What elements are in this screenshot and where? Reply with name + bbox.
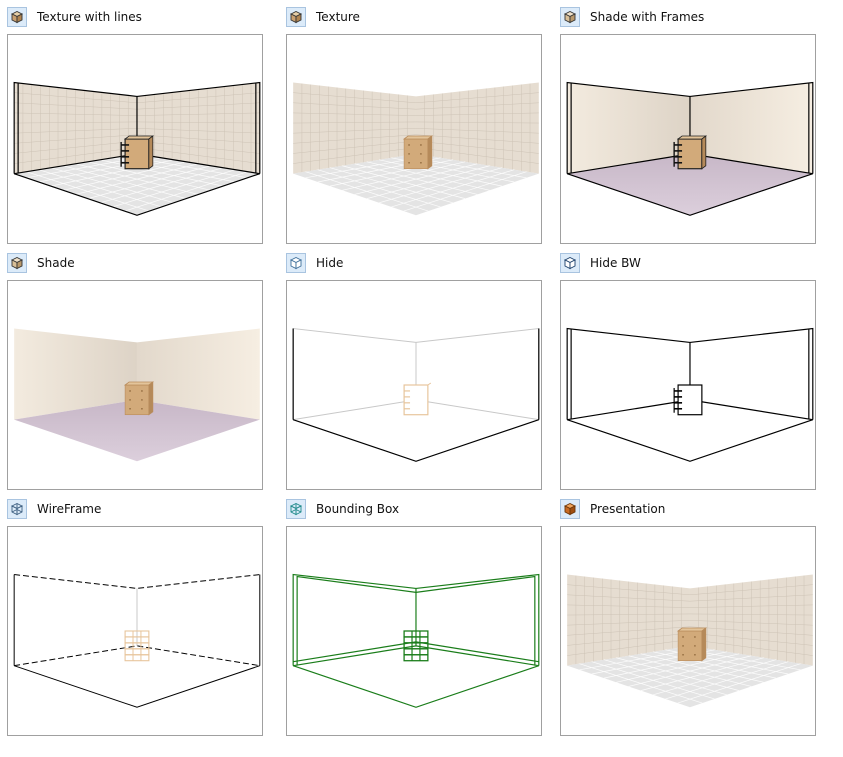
right-wall xyxy=(689,82,813,174)
view-preview[interactable] xyxy=(286,280,542,490)
hidden-line-cube-icon xyxy=(286,253,306,273)
wall-grid xyxy=(14,83,260,173)
hidden-line-bw-cube-icon xyxy=(560,253,580,273)
view-header: Hide BW xyxy=(560,252,641,274)
view-preview[interactable] xyxy=(7,34,263,244)
view-label: WireFrame xyxy=(37,502,102,516)
view-label: Shade xyxy=(37,256,75,270)
view-header: Texture xyxy=(286,6,360,28)
view-preview[interactable] xyxy=(7,526,263,736)
view-label: Hide xyxy=(316,256,344,270)
view-preview[interactable] xyxy=(286,34,542,244)
cabinet xyxy=(403,630,429,662)
cabinet xyxy=(673,384,703,416)
left-wall xyxy=(14,328,137,420)
cabinet xyxy=(120,135,155,170)
right-wall xyxy=(136,328,260,420)
wall-grid xyxy=(293,83,539,173)
view-header: Bounding Box xyxy=(286,498,399,520)
cabinet xyxy=(402,135,434,170)
view-bounding-box[interactable]: Bounding Box xyxy=(286,498,546,738)
presentation-cube-icon xyxy=(560,499,580,519)
floor-grid xyxy=(26,155,248,212)
wall-grid xyxy=(567,575,813,665)
shaded-cube-icon xyxy=(7,253,27,273)
cabinet xyxy=(124,630,150,662)
cabinet xyxy=(123,381,155,416)
view-header: Shade xyxy=(7,252,75,274)
cabinet xyxy=(673,135,708,170)
view-shade[interactable]: Shade xyxy=(7,252,267,492)
view-label: Bounding Box xyxy=(316,502,400,516)
edge-lines xyxy=(292,573,540,708)
cabinet xyxy=(676,627,708,662)
view-header: Presentation xyxy=(560,498,665,520)
shaded-cube-icon xyxy=(560,7,580,27)
view-label: Texture xyxy=(316,10,360,24)
view-texture[interactable]: Texture xyxy=(286,6,546,246)
wireframe-cube-icon xyxy=(7,499,27,519)
cabinet xyxy=(403,382,432,416)
view-shade-with-frames[interactable]: Shade with Frames xyxy=(560,6,820,246)
view-label: Texture with lines xyxy=(37,10,142,24)
view-hide[interactable]: Hide xyxy=(286,252,546,492)
view-header: Shade with Frames xyxy=(560,6,704,28)
view-header: WireFrame xyxy=(7,498,101,520)
floor xyxy=(14,399,260,462)
textured-cube-icon xyxy=(7,7,27,27)
view-header: Texture with lines xyxy=(7,6,142,28)
view-texture-with-lines[interactable]: Texture with lines xyxy=(7,6,267,246)
view-preview[interactable] xyxy=(560,526,816,736)
view-label: Hide BW xyxy=(590,256,641,270)
edge-lines xyxy=(13,574,261,708)
view-preview[interactable] xyxy=(560,280,816,490)
view-wireframe[interactable]: WireFrame xyxy=(7,498,267,738)
view-preview[interactable] xyxy=(560,34,816,244)
textured-cube-icon xyxy=(286,7,306,27)
view-preview[interactable] xyxy=(286,526,542,736)
view-hide-bw[interactable]: Hide BW xyxy=(560,252,820,492)
view-preview[interactable] xyxy=(7,280,263,490)
floor xyxy=(567,153,813,216)
left-wall xyxy=(567,82,690,174)
view-label: Presentation xyxy=(590,502,666,516)
view-label: Shade with Frames xyxy=(590,10,705,24)
view-presentation[interactable]: Presentation xyxy=(560,498,820,738)
bounding-box-cube-icon xyxy=(286,499,306,519)
view-header: Hide xyxy=(286,252,343,274)
